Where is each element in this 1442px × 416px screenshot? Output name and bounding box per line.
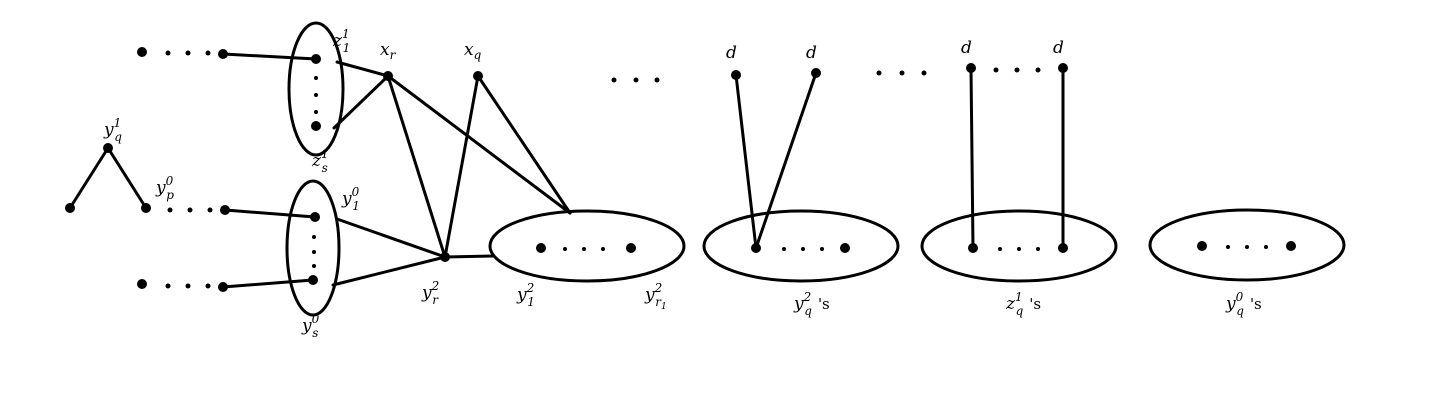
node-d4 <box>1058 63 1068 73</box>
dotted-connector-bottom <box>137 279 211 289</box>
node-left-end <box>65 203 75 213</box>
node-xq <box>473 71 483 81</box>
edge-xr-ellipse <box>386 74 572 215</box>
ellipse-zq1-group <box>920 209 1118 283</box>
edge-d2 <box>754 71 818 250</box>
edge-left-b <box>106 146 148 210</box>
ellipsis-top-right <box>876 70 927 76</box>
label-d-4: d <box>1053 38 1064 58</box>
edge-xr-yr2 <box>386 74 447 259</box>
edge-d1 <box>734 73 758 250</box>
edge-xq-ellipse <box>476 74 572 215</box>
node-ys0 <box>308 275 318 285</box>
edge-y10-yr2 <box>335 217 447 259</box>
node-yr2 <box>440 252 450 262</box>
dotted-connector-top <box>137 47 211 57</box>
node-d2 <box>811 68 821 78</box>
edge-to-ys0 <box>221 278 315 289</box>
edge-d3 <box>969 66 975 250</box>
node-z11 <box>311 54 321 64</box>
ellipse-yq2-group <box>702 209 900 283</box>
node-d3 <box>966 63 976 73</box>
edge-to-z11 <box>221 52 318 61</box>
dotted-connector-mid <box>167 207 213 213</box>
node-xr <box>383 71 393 81</box>
ellipse-z1-group <box>287 21 345 157</box>
ellipsis-top-middle <box>611 77 660 83</box>
edge-left-a <box>68 146 110 210</box>
node-zs1 <box>311 121 321 131</box>
ellipse-y2-group <box>488 209 686 283</box>
ellipse-yq0-group <box>1148 208 1346 282</box>
node-yq1 <box>103 143 113 153</box>
node-y10 <box>310 212 320 222</box>
node-yp0 <box>141 203 151 213</box>
edge-xq-yr2 <box>443 74 480 259</box>
edge-yr2-ellipse <box>443 254 495 259</box>
node-d1 <box>731 70 741 80</box>
ellipse-y0-group <box>285 179 341 317</box>
label-d-3: d <box>961 38 972 58</box>
label-xq: xq <box>464 40 482 62</box>
edge-zs1-xr <box>332 74 390 130</box>
label-xr: xr <box>380 40 397 62</box>
edge-ys0-yr2 <box>331 255 447 287</box>
edge-to-y10 <box>223 208 317 219</box>
label-d-2: d <box>806 43 817 63</box>
edge-z11-xr <box>335 60 390 78</box>
label-d-1: d <box>726 43 737 63</box>
